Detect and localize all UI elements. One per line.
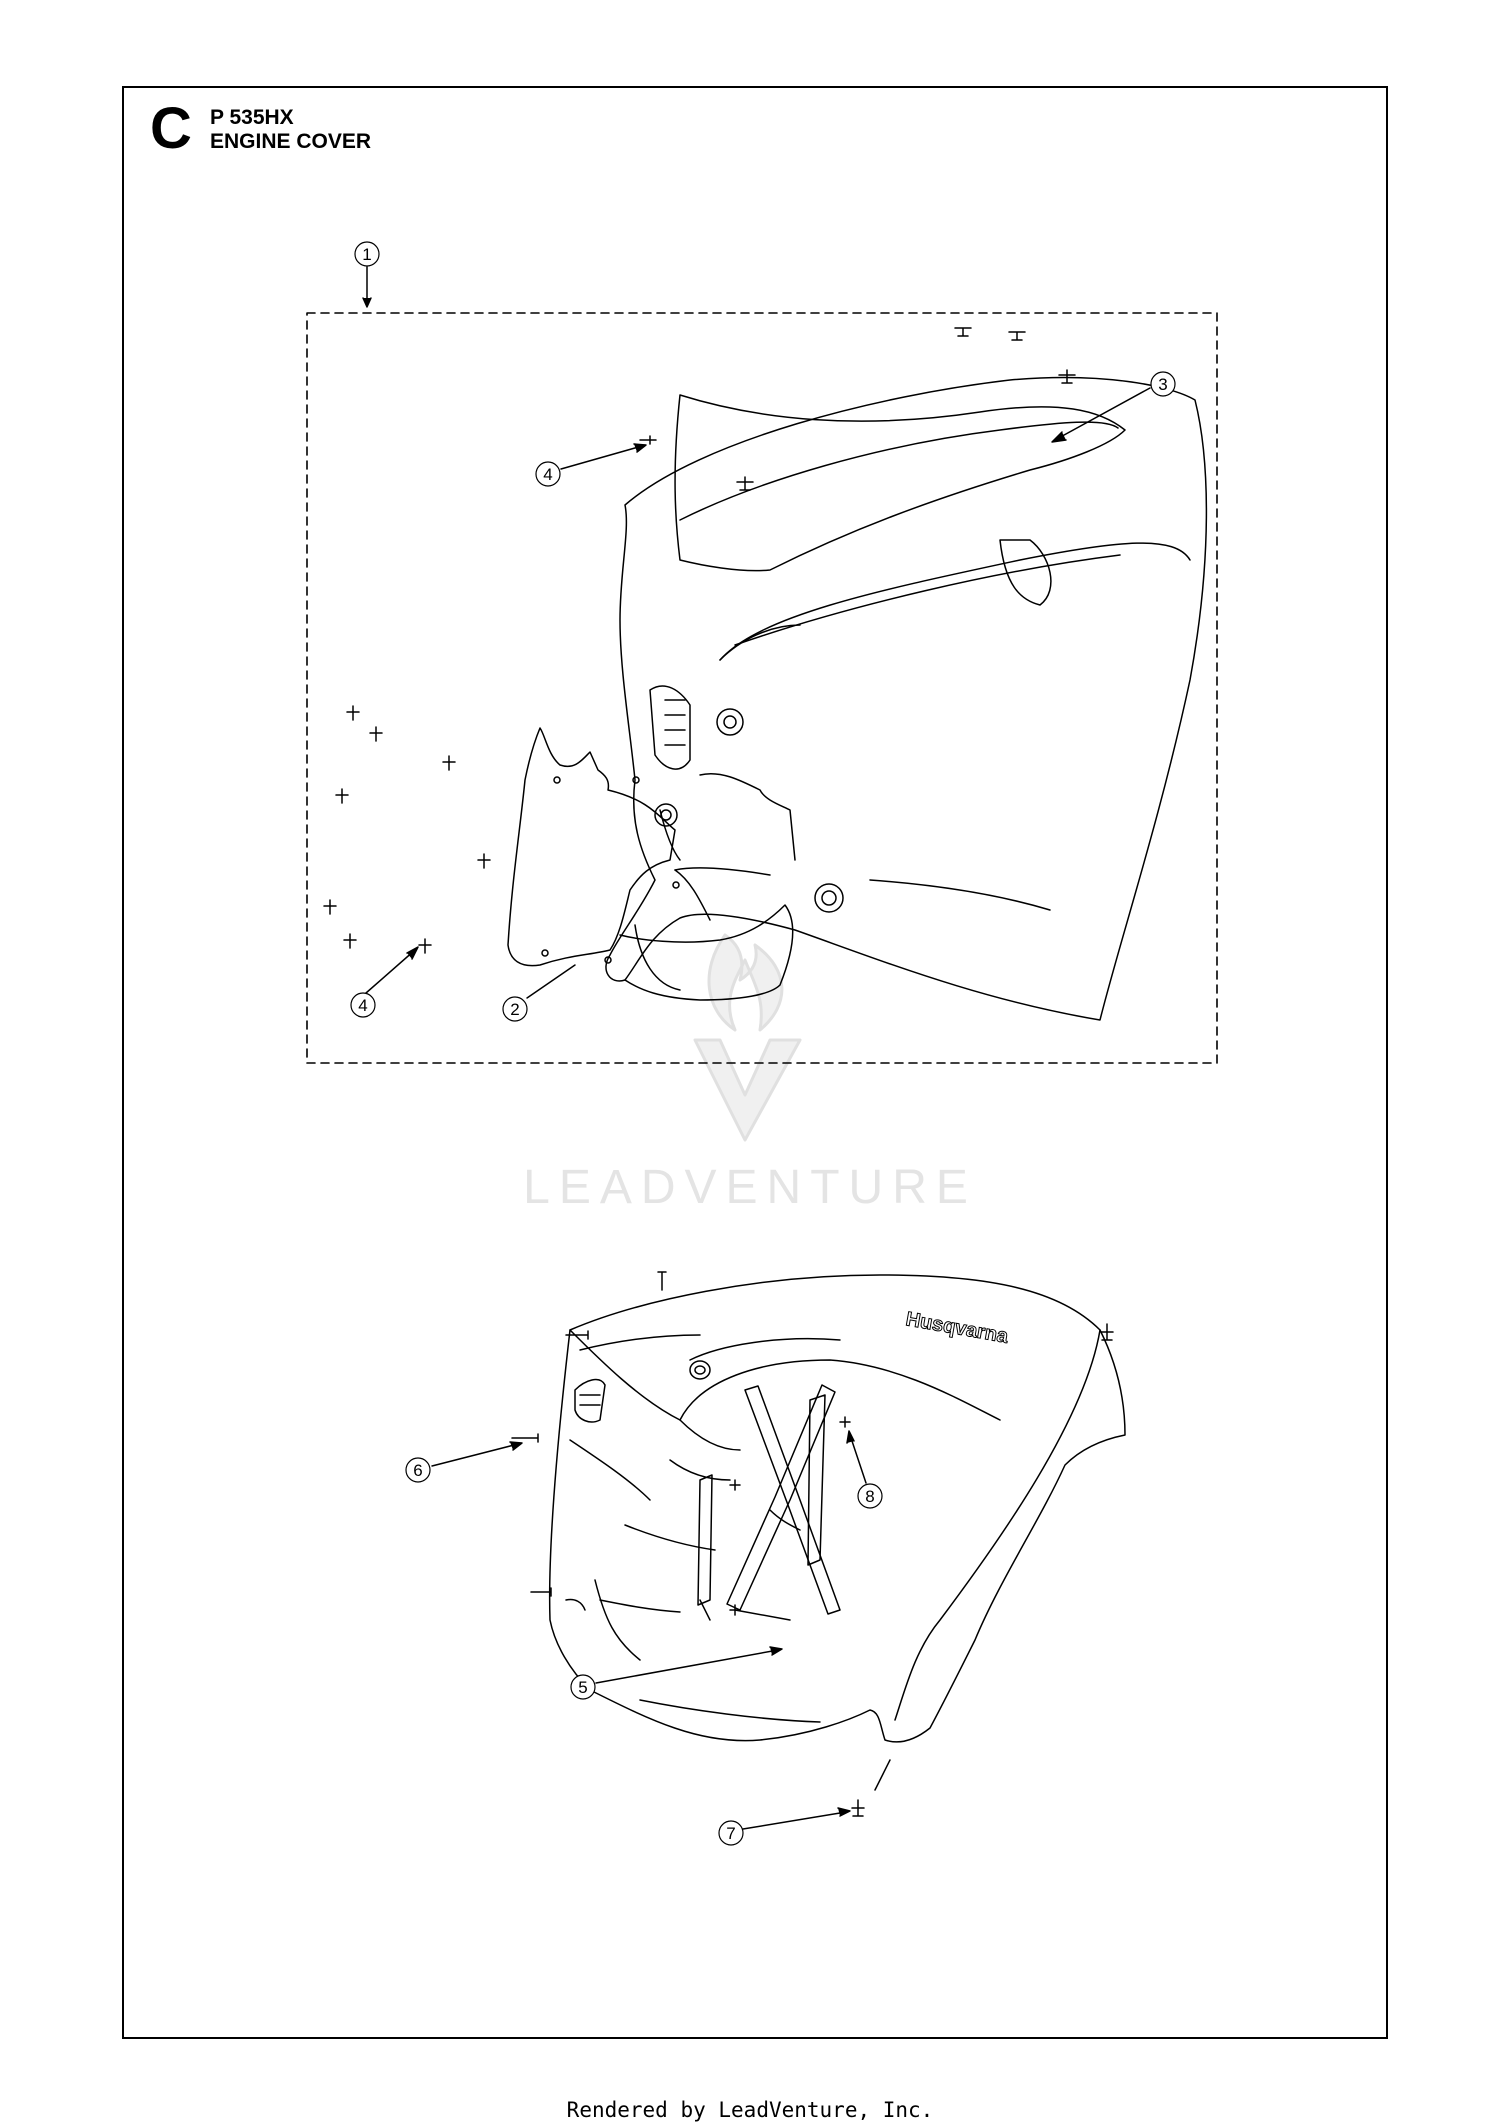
svg-text:2: 2 xyxy=(510,1000,519,1019)
diagram-frame xyxy=(122,86,1388,2039)
footer-credit: Rendered by LeadVenture, Inc. xyxy=(566,2098,934,2122)
callouts: 1 2 3 4 4 5 6 7 8 xyxy=(350,241,1176,1846)
model-number: P 535HX xyxy=(210,106,294,129)
callout-3: 3 xyxy=(1150,371,1176,397)
fasteners-bottom xyxy=(511,1271,1114,1817)
callout-8: 8 xyxy=(857,1483,883,1509)
svg-text:3: 3 xyxy=(1158,375,1167,394)
baffle-plate xyxy=(507,727,676,967)
callout-2: 2 xyxy=(502,996,528,1022)
engine-cover-bottom xyxy=(548,1274,1126,1743)
watermark-text: LEADVENTURE xyxy=(523,1161,977,1214)
svg-text:8: 8 xyxy=(865,1487,874,1506)
callout-4-lower: 4 xyxy=(350,992,376,1018)
svg-text:1: 1 xyxy=(362,245,371,264)
top-panel-lower xyxy=(679,421,1119,521)
watermark-logo xyxy=(693,933,802,1142)
svg-text:7: 7 xyxy=(726,1824,735,1843)
brand-mark: Husqvarna xyxy=(904,1308,1010,1348)
support-brackets xyxy=(697,1384,841,1621)
section-letter: C xyxy=(150,96,192,161)
engine-cover-top xyxy=(605,376,1208,1021)
leaders-top xyxy=(362,266,1151,999)
svg-text:4: 4 xyxy=(358,996,367,1015)
top-panel xyxy=(674,394,1126,572)
baffle-flange xyxy=(619,904,794,1001)
diagram-caption: ENGINE COVER xyxy=(210,130,372,153)
fasteners-top xyxy=(323,327,1076,954)
callout-5: 5 xyxy=(570,1674,596,1700)
svg-text:5: 5 xyxy=(578,1678,587,1697)
callout-1: 1 xyxy=(354,241,380,267)
svg-text:4: 4 xyxy=(543,465,552,484)
callout-7: 7 xyxy=(718,1820,744,1846)
callout-6: 6 xyxy=(405,1457,431,1483)
kit-box xyxy=(306,312,1218,1064)
svg-text:6: 6 xyxy=(413,1461,422,1480)
leaders-bottom xyxy=(431,1430,891,1830)
callout-4-upper: 4 xyxy=(535,461,561,487)
